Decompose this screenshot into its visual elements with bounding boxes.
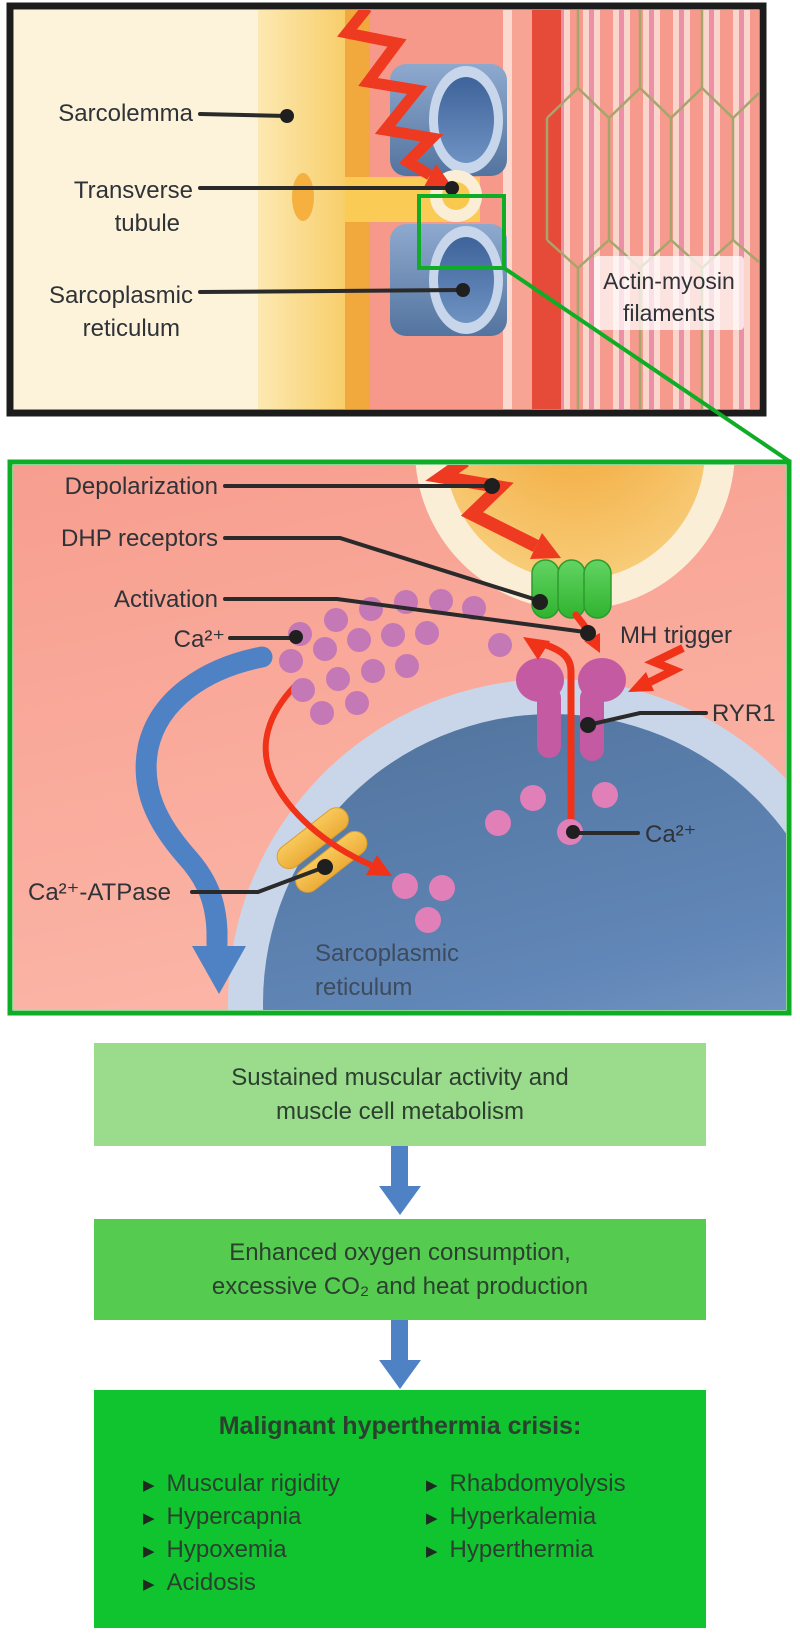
list-item: ▶ Rhabdomyolysis (426, 1467, 626, 1500)
muscle-panel-border (6, 2, 767, 417)
calcium-ions-sr (392, 782, 618, 933)
t-tubule-lumen (415, 465, 735, 610)
sr-inner-label-line2: reticulum (315, 974, 412, 1001)
list-item: ▶ Hyperkalemia (426, 1500, 626, 1533)
depolarization-label: Depolarization (65, 473, 218, 500)
flow-arrow-down-icon (391, 1146, 408, 1186)
calcium-ions-cytoplasm (279, 589, 512, 725)
calcium-pump-arrow (262, 683, 392, 876)
pink-band (512, 10, 532, 409)
t-tubule-opening (292, 173, 314, 221)
list-item: ▶ Muscular rigidity (143, 1467, 340, 1500)
actin-label-line2: filaments (623, 300, 715, 326)
dhp-receptors-label: DHP receptors (61, 525, 218, 552)
crisis-item-hypercapnia: Hypercapnia (166, 1502, 302, 1530)
mh-crisis-right-column: ▶ Rhabdomyolysis ▶ Hyperkalemia ▶ Hypert… (426, 1467, 626, 1566)
list-item: ▶ Hypercapnia (143, 1500, 340, 1533)
crisis-item-hyperthermia: Hyperthermia (449, 1535, 594, 1563)
ca-label-right: Ca²⁺ (645, 821, 696, 848)
zoom-connector-line (502, 266, 791, 463)
transverse-tubule-label-line2: tubule (115, 210, 180, 237)
actin-myosin-label: Actin-myosin filaments (594, 256, 744, 330)
sarcoplasmic-reticulum (228, 679, 786, 1010)
zoom-highlight-rect (417, 194, 506, 270)
bullet-triangle-icon: ▶ (426, 1476, 438, 1494)
bullet-triangle-icon: ▶ (143, 1575, 155, 1593)
ca-label-left: Ca²⁺ (174, 626, 225, 653)
crisis-item-rhabdomyolysis: Rhabdomyolysis (449, 1469, 626, 1497)
sr-label-line1: Sarcoplasmic (49, 282, 193, 309)
crisis-item-acidosis: Acidosis (166, 1568, 256, 1596)
diagram-panels: Actin-myosin filaments Sarcolemma Transv… (6, 2, 792, 1016)
transverse-tubule-label-line1: Transverse (74, 177, 193, 204)
flow-box-oxygen-consumption: Enhanced oxygen consumption, excessive C… (94, 1219, 706, 1320)
sr-label-line2: reticulum (83, 315, 180, 342)
bullet-triangle-icon: ▶ (426, 1509, 438, 1527)
bullet-triangle-icon: ▶ (143, 1509, 155, 1527)
actin-label-line1: Actin-myosin (603, 268, 735, 294)
lightning-bolt-icon (337, 10, 453, 188)
list-item: ▶ Hyperthermia (426, 1533, 626, 1566)
flow-box-mh-crisis: Malignant hyperthermia crisis: (94, 1390, 706, 1628)
mh-trigger-label: MH trigger (620, 622, 732, 649)
list-item: ▶ Acidosis (143, 1566, 340, 1599)
flow-box1-line1: Sustained muscular activity and (231, 1063, 569, 1091)
list-item: ▶ Hypoxemia (143, 1533, 340, 1566)
mh-trigger-lightning-icon (628, 644, 685, 692)
depolarization-lightning-icon (425, 465, 561, 559)
muscle-panel-labels: Sarcolemma Transverse tubule Sarcoplasmi… (49, 100, 470, 342)
ca-atpase-label: Ca²⁺-ATPase (28, 879, 171, 906)
dhp-receptor (531, 559, 612, 619)
flow-box1-line2: muscle cell metabolism (275, 1097, 525, 1125)
zoom-panel-border (7, 459, 792, 1016)
ca-atpase-pump (276, 807, 368, 893)
mh-crisis-left-column: ▶ Muscular rigidity ▶ Hypercapnia ▶ Hypo… (143, 1467, 340, 1599)
light-band (503, 10, 512, 409)
bullet-triangle-icon: ▶ (143, 1542, 155, 1560)
muscle-panel: Actin-myosin filaments (14, 10, 759, 409)
flow-box2-line1: Enhanced oxygen consumption, (229, 1238, 571, 1266)
crisis-item-muscular-rigidity: Muscular rigidity (166, 1469, 340, 1497)
sarcolemma-label: Sarcolemma (58, 100, 193, 127)
bullet-triangle-icon: ▶ (143, 1476, 155, 1494)
flow-arrow-down-icon (379, 1186, 421, 1215)
mh-crisis-title: Malignant hyperthermia crisis: (218, 1412, 582, 1440)
flow-arrow-down-icon (379, 1360, 421, 1389)
crisis-item-hypoxemia: Hypoxemia (166, 1535, 287, 1563)
bullet-triangle-icon: ▶ (426, 1542, 438, 1560)
actin-myosin-region (545, 10, 759, 409)
flow-box-sustained-activity: Sustained muscular activity and muscle c… (94, 1043, 706, 1146)
flow-arrow-down-icon (391, 1320, 408, 1360)
sr-inner-label-line1: Sarcoplasmic (315, 940, 459, 967)
zoom-panel-labels: Depolarization DHP receptors Activation … (28, 473, 776, 906)
activation-label: Activation (114, 586, 218, 613)
flow-box2-line2: excessive CO₂ and heat production (211, 1272, 589, 1300)
crisis-item-hyperkalemia: Hyperkalemia (449, 1502, 597, 1530)
ryr1-label: RYR1 (712, 700, 776, 727)
sr-tube-bottom (390, 224, 507, 336)
